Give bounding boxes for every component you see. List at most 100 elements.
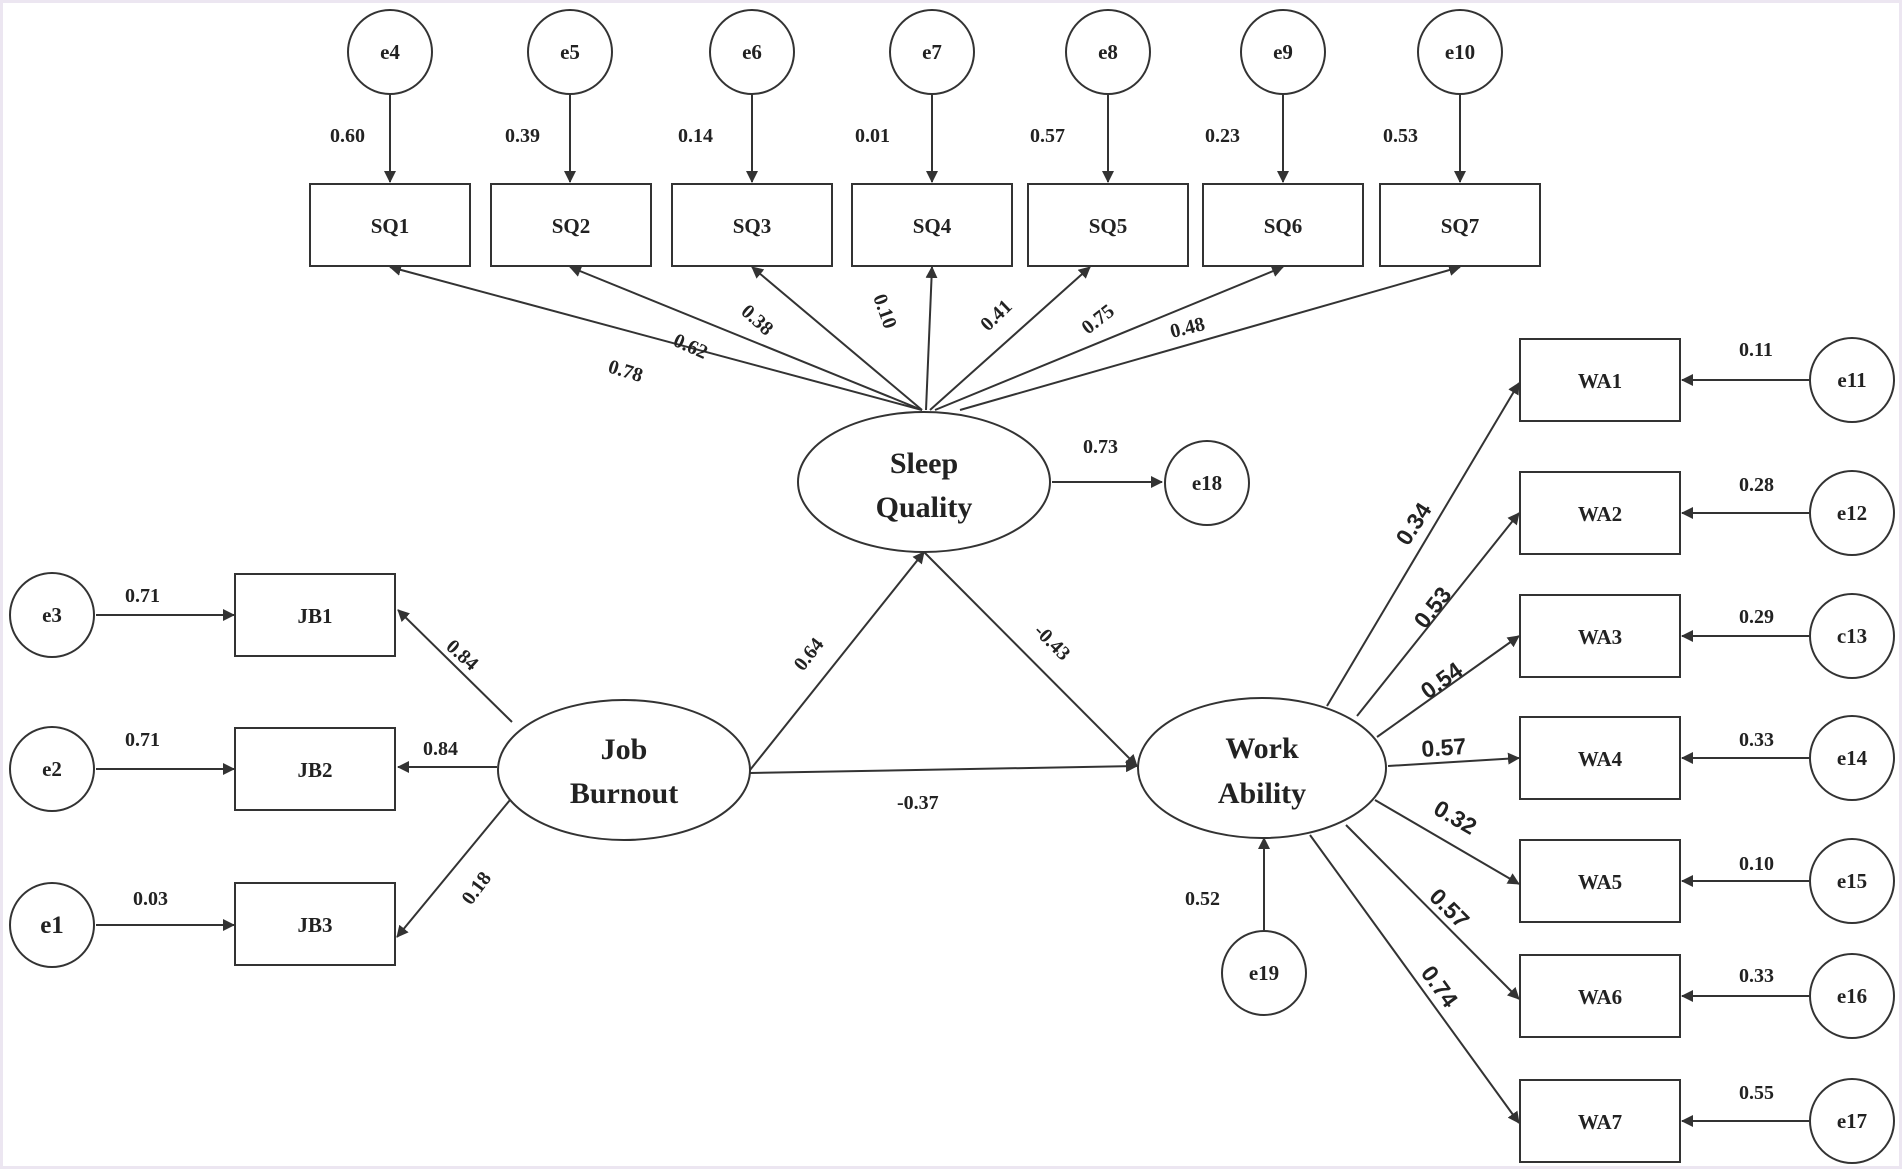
- latent-label-sleep: Sleep: [890, 447, 958, 480]
- error-value-e16: 0.33: [1739, 965, 1774, 987]
- error-node-e14: [1809, 715, 1895, 801]
- indicator-label-sq7: SQ7: [1441, 214, 1480, 238]
- arrow-work-wa7: [1309, 834, 1520, 1124]
- error-value-e7: 0.01: [855, 125, 890, 147]
- latent-work-ability: Work Ability: [1137, 697, 1387, 839]
- latent-label-quality: Quality: [876, 491, 973, 524]
- arrow-work-wa2: [1356, 512, 1520, 717]
- latent-job-burnout: Job Burnout: [497, 699, 751, 841]
- error-value-e1: 0.03: [133, 888, 168, 910]
- error-label-e19: e19: [1249, 961, 1279, 985]
- error-label-e6: e6: [742, 40, 762, 64]
- arrow-work-wa3: [1376, 635, 1520, 738]
- arrow-sleep-sq3: [751, 266, 923, 411]
- indicator-box-wa6: [1519, 954, 1681, 1038]
- wa-error-nodes: e11 e12 c13 e14 e15 e16 e17: [1809, 337, 1895, 1164]
- error-node-e6: [709, 9, 795, 95]
- error-node-e2: [9, 726, 95, 812]
- indicator-label-jb2: JB2: [297, 758, 332, 782]
- indicator-label-jb1: JB1: [297, 604, 332, 628]
- indicator-label-wa5: WA5: [1578, 870, 1622, 894]
- indicator-box-jb3: [234, 882, 396, 966]
- error-value-e14: 0.33: [1739, 729, 1774, 751]
- indicator-label-sq2: SQ2: [552, 214, 591, 238]
- indicator-label-wa2: WA2: [1578, 502, 1622, 526]
- arrow-burnout-jb1: [397, 609, 513, 723]
- wa-indicators: WA1 WA2 WA3 WA4 WA5 WA6 WA7: [1519, 338, 1681, 1163]
- arrow-sleep-sq4: [925, 266, 938, 411]
- error-value-e4: 0.60: [330, 125, 365, 147]
- error-value-e19: 0.52: [1185, 888, 1220, 910]
- indicator-box-jb1: [234, 573, 396, 657]
- error-label-e18: e18: [1192, 471, 1222, 495]
- error-label-e11: e11: [1837, 368, 1866, 392]
- error-node-e3: [9, 572, 95, 658]
- loading-wa4: 0.57: [1421, 733, 1467, 762]
- error-label-e5: e5: [560, 40, 580, 64]
- sq-error-values: 0.60 0.39 0.14 0.01 0.57 0.23 0.53: [330, 125, 1418, 147]
- path-burnout-work: -0.37: [897, 792, 939, 814]
- indicator-box-wa3: [1519, 594, 1681, 678]
- error-node-c13: [1809, 593, 1895, 679]
- error-value-e3: 0.71: [125, 585, 160, 607]
- error-value-e18: 0.73: [1083, 436, 1118, 458]
- jb-error-nodes: e3 e2 e1: [9, 572, 95, 968]
- edges: [96, 90, 1809, 1127]
- indicator-label-sq1: SQ1: [371, 214, 410, 238]
- error-node-e9: [1240, 9, 1326, 95]
- indicator-box-sq3: [671, 183, 833, 267]
- indicator-box-wa2: [1519, 471, 1681, 555]
- wa-error-values: 0.11 0.28 0.29 0.33 0.10 0.33 0.55: [1739, 339, 1774, 1104]
- error-label-e14: e14: [1837, 746, 1868, 770]
- error-value-e12: 0.28: [1739, 474, 1774, 496]
- error-node-e1: [9, 882, 95, 968]
- error-value-e5: 0.39: [505, 125, 540, 147]
- arrow-work-wa5: [1374, 799, 1520, 885]
- arrow-burnout-work: [749, 760, 1138, 774]
- error-value-e10: 0.53: [1383, 125, 1418, 147]
- error-node-e19: [1221, 930, 1307, 1016]
- arrow-burnout-jb3: [396, 799, 511, 938]
- error-label-e3: e3: [42, 603, 62, 627]
- sq-indicators: SQ1 SQ2 SQ3 SQ4 SQ5 SQ6 SQ7: [309, 183, 1541, 267]
- arrow-sleep-sq5: [929, 266, 1091, 411]
- error-node-e7: [889, 9, 975, 95]
- indicator-box-wa1: [1519, 338, 1681, 422]
- arrow-sleep-sq6: [934, 265, 1284, 411]
- error-value-e2: 0.71: [125, 729, 160, 751]
- indicator-label-wa4: WA4: [1578, 747, 1623, 771]
- arrow-sleep-sq1: [389, 264, 923, 411]
- error-label-e4: e4: [380, 40, 400, 64]
- error-label-e8: e8: [1098, 40, 1118, 64]
- error-node-e15: [1809, 838, 1895, 924]
- error-label-e2: e2: [42, 757, 62, 781]
- indicator-box-sq5: [1027, 183, 1189, 267]
- error-value-c13: 0.29: [1739, 606, 1774, 628]
- indicator-box-jb2: [234, 727, 396, 811]
- error-label-e15: e15: [1837, 869, 1867, 893]
- error-value-e17: 0.55: [1739, 1082, 1774, 1104]
- error-node-e16: [1809, 953, 1895, 1039]
- sq-error-nodes: e4 e5 e6 e7 e8 e9 e10: [347, 9, 1503, 95]
- latent-sleep-quality: Sleep Quality: [797, 411, 1051, 553]
- error-label-e9: e9: [1273, 40, 1293, 64]
- loading-jb2: 0.84: [423, 738, 458, 760]
- indicator-box-sq7: [1379, 183, 1541, 267]
- indicator-box-wa4: [1519, 716, 1681, 800]
- error-node-e8: [1065, 9, 1151, 95]
- arrow-sleep-work: [923, 551, 1138, 767]
- error-label-e7: e7: [922, 40, 942, 64]
- indicator-box-wa5: [1519, 839, 1681, 923]
- jb-error-values: 0.71 0.71 0.03: [125, 585, 168, 910]
- latent-label-ability: Ability: [1218, 777, 1306, 810]
- error-label-e12: e12: [1837, 501, 1867, 525]
- error-node-e5: [527, 9, 613, 95]
- latent-ellipse-sleep-quality: [797, 411, 1051, 553]
- error-value-e9: 0.23: [1205, 125, 1240, 147]
- indicator-label-jb3: JB3: [297, 913, 332, 937]
- indicator-label-sq5: SQ5: [1089, 214, 1128, 238]
- indicator-label-sq4: SQ4: [913, 214, 952, 238]
- indicator-box-sq6: [1202, 183, 1364, 267]
- arrow-sleep-sq2: [569, 265, 923, 411]
